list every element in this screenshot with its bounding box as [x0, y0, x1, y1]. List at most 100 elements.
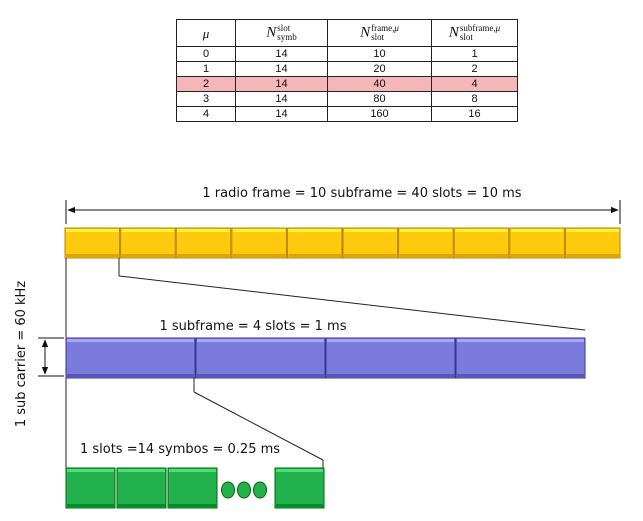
slot-block	[65, 337, 196, 379]
ellipsis-dot	[237, 481, 251, 499]
subframe-block	[231, 227, 287, 259]
subframe-block-highlight	[455, 229, 508, 232]
slot-block-shadow	[327, 374, 454, 377]
slot-symbols	[65, 467, 325, 509]
subframe-block-shadow	[121, 254, 175, 257]
table-cell: 4	[176, 106, 236, 122]
symbol-block	[65, 467, 116, 509]
subframe-block-shadow	[177, 254, 230, 257]
subframe-block-shadow	[232, 254, 286, 257]
subframe-block-shadow	[455, 254, 508, 257]
slot-block-fill	[325, 337, 456, 379]
subframe-block-fill	[120, 227, 176, 259]
subframe-block	[398, 227, 454, 259]
slot-block-highlight	[457, 339, 584, 342]
symbol-block-highlight	[276, 469, 323, 472]
slot-block-highlight	[327, 339, 454, 342]
subframe-block-shadow	[344, 254, 397, 257]
subframe-block-shadow	[566, 254, 619, 257]
subframe-block	[453, 227, 510, 259]
subframe-block-fill	[564, 227, 621, 259]
subframe-block	[564, 227, 621, 259]
subframe-block-fill	[398, 227, 454, 259]
symbol-block-highlight	[118, 469, 165, 472]
subframe-block-fill	[64, 227, 121, 259]
subframe-block	[286, 227, 343, 259]
slot-block-shadow	[67, 374, 194, 377]
symbol-block-fill	[274, 467, 325, 509]
subframe-bar	[65, 337, 586, 379]
subframe-block-fill	[231, 227, 287, 259]
table-cell: 160	[327, 106, 432, 122]
ellipsis-dot	[253, 481, 267, 499]
subframe-block	[509, 227, 565, 259]
subframe-block-highlight	[177, 229, 230, 232]
symbol-block-shadow	[169, 504, 216, 507]
subframe-block-highlight	[232, 229, 286, 232]
subframe-block-highlight	[66, 229, 119, 232]
symbol-block-fill	[116, 467, 167, 509]
table-cell: 2	[176, 76, 236, 92]
table-cell: 14	[235, 91, 328, 107]
subframe-label: 1 subframe = 4 slots = 1 ms	[160, 319, 347, 334]
symbol-block-highlight	[169, 469, 216, 472]
slot-block-highlight	[67, 339, 194, 342]
symbol-block-highlight	[67, 469, 114, 472]
symbol-block-fill	[65, 467, 116, 509]
table-cell: 14	[235, 76, 328, 92]
subframe-block	[175, 227, 232, 259]
table-cell: 4	[431, 76, 518, 92]
symbol-block-fill	[167, 467, 218, 509]
subframe-block-shadow	[510, 254, 564, 257]
slot-block-highlight	[197, 339, 324, 342]
table-cell: 40	[327, 76, 432, 92]
slot-block-shadow	[197, 374, 324, 377]
ellipsis-dot	[221, 481, 235, 499]
zoom-line-slot-diagonal	[193, 391, 324, 461]
slot-block-fill	[195, 337, 326, 379]
subframe-block	[120, 227, 176, 259]
subframe-block-shadow	[66, 254, 119, 257]
slot-block-shadow	[457, 374, 584, 377]
symbol-block-shadow	[118, 504, 165, 507]
subframe-block-fill	[509, 227, 565, 259]
slot-block	[455, 337, 586, 379]
symbol-block	[167, 467, 218, 509]
table-cell: 16	[431, 106, 518, 122]
slot-block-fill	[65, 337, 196, 379]
slot-block	[325, 337, 456, 379]
subframe-block-highlight	[566, 229, 619, 232]
symbol-block	[274, 467, 325, 509]
subframe-block-fill	[175, 227, 232, 259]
symbol-block-shadow	[67, 504, 114, 507]
subframe-block-fill	[342, 227, 399, 259]
subframe-block-fill	[453, 227, 510, 259]
subframe-block-highlight	[288, 229, 341, 232]
subframe-block-highlight	[399, 229, 453, 232]
subframe-block	[64, 227, 121, 259]
subframe-block-highlight	[121, 229, 175, 232]
zoom-line-subframe-right	[118, 275, 586, 331]
symbol-block-shadow	[276, 504, 323, 507]
subframe-block	[342, 227, 399, 259]
subcarrier-label: 1 sub carrier = 60 kHz	[14, 281, 29, 427]
symbol-block	[116, 467, 167, 509]
slot-block	[195, 337, 326, 379]
subframe-block-highlight	[344, 229, 397, 232]
subframe-block-shadow	[288, 254, 341, 257]
radio-frame-label: 1 radio frame = 10 subframe = 40 slots =…	[202, 186, 521, 201]
radio-frame-bar	[64, 227, 621, 259]
slot-label: 1 slots =14 symbos = 0.25 ms	[80, 442, 280, 457]
subframe-block-highlight	[510, 229, 564, 232]
table-cell: 14	[235, 106, 328, 122]
slot-block-fill	[455, 337, 586, 379]
subframe-block-fill	[286, 227, 343, 259]
subframe-block-shadow	[399, 254, 453, 257]
